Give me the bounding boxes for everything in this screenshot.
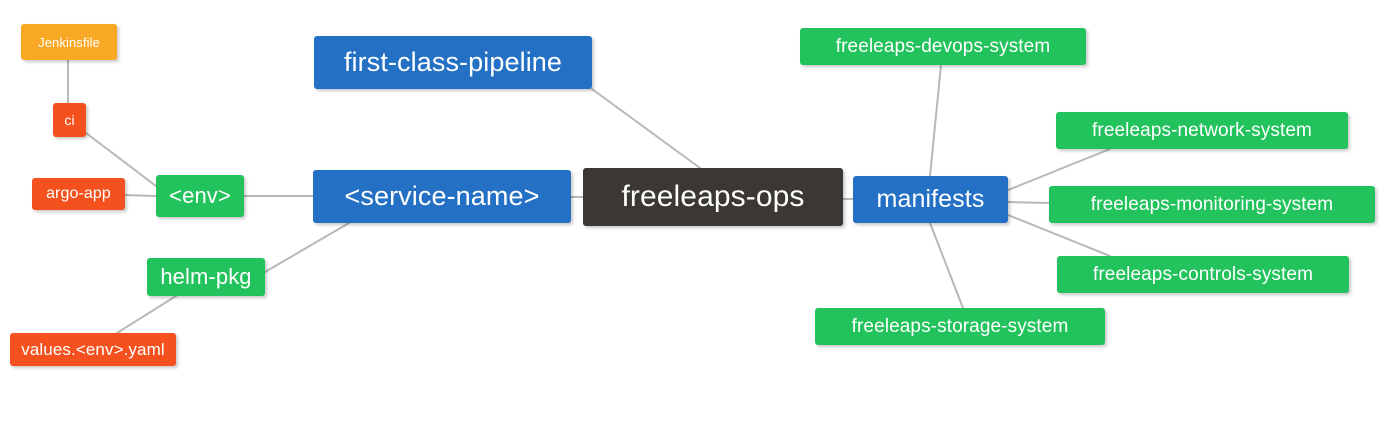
edge-manifests-monitoring [1007, 201, 1050, 204]
node-argo-app[interactable]: argo-app [32, 178, 125, 210]
node-service-name[interactable]: <service-name> [313, 170, 571, 223]
node-env[interactable]: <env> [156, 175, 244, 217]
node-freeleaps-devops-system[interactable]: freeleaps-devops-system [800, 28, 1086, 65]
node-freeleaps-storage-system[interactable]: freeleaps-storage-system [815, 308, 1105, 345]
node-label-service-name: <service-name> [344, 181, 540, 211]
node-freeleaps-controls-system[interactable]: freeleaps-controls-system [1057, 256, 1349, 293]
node-label-ci: ci [64, 112, 75, 128]
edge-root-first-class-pipeline [591, 88, 701, 169]
node-helm-pkg[interactable]: helm-pkg [147, 258, 265, 296]
edge-manifests-network [1007, 148, 1111, 191]
node-label-manifests: manifests [876, 185, 985, 213]
edge-service-name-helm-pkg [264, 222, 350, 273]
node-label-first-class-pipeline: first-class-pipeline [343, 47, 563, 77]
edge-env-argo-app [124, 194, 157, 197]
node-label-env: <env> [169, 183, 231, 208]
node-label-freeleaps-network-system: freeleaps-network-system [1092, 120, 1312, 141]
node-label-freeleaps-monitoring-system: freeleaps-monitoring-system [1090, 194, 1334, 215]
node-label-helm-pkg: helm-pkg [160, 264, 252, 289]
node-freeleaps-network-system[interactable]: freeleaps-network-system [1056, 112, 1348, 149]
node-label-values-env-yaml: values.<env>.yaml [21, 340, 165, 359]
node-ci[interactable]: ci [53, 103, 86, 137]
node-freeleaps-ops[interactable]: freeleaps-ops [583, 168, 843, 226]
node-freeleaps-monitoring-system[interactable]: freeleaps-monitoring-system [1049, 186, 1375, 223]
edge-manifests-devops [929, 64, 942, 177]
node-label-freeleaps-controls-system: freeleaps-controls-system [1092, 264, 1314, 285]
node-jenkinsfile[interactable]: Jenkinsfile [21, 24, 117, 60]
node-label-argo-app: argo-app [46, 185, 111, 202]
node-label-freeleaps-ops: freeleaps-ops [621, 180, 805, 213]
node-first-class-pipeline[interactable]: first-class-pipeline [314, 36, 592, 89]
edge-helm-pkg-values [116, 295, 177, 334]
edge-manifests-storage [929, 222, 964, 309]
node-manifests[interactable]: manifests [853, 176, 1008, 223]
node-values-env-yaml[interactable]: values.<env>.yaml [10, 333, 176, 366]
node-label-freeleaps-storage-system: freeleaps-storage-system [851, 316, 1069, 337]
node-label-jenkinsfile: Jenkinsfile [38, 34, 100, 50]
node-label-freeleaps-devops-system: freeleaps-devops-system [835, 36, 1051, 57]
